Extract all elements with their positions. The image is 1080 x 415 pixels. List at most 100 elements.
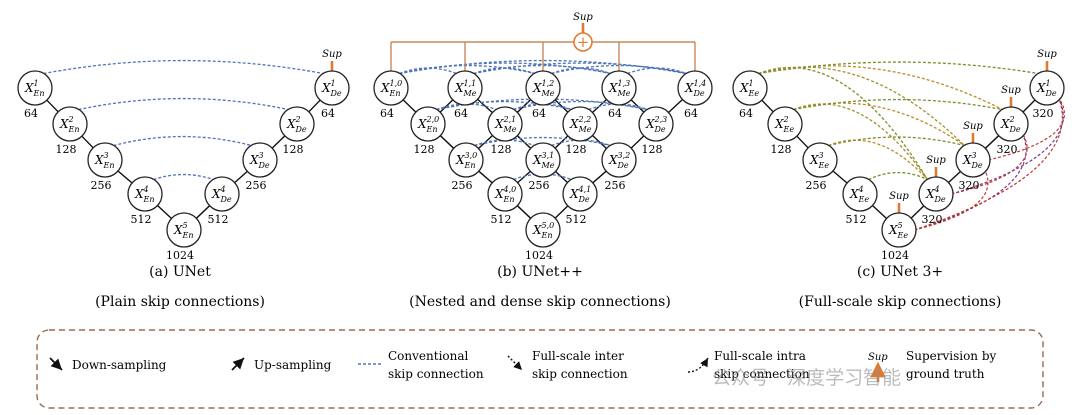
channel-count: 256 [452,179,473,192]
node-base: X [888,223,898,237]
node-superscript: 2 [783,115,789,124]
node-subscript: Me [541,89,555,98]
node-base: X [1000,117,1010,131]
channel-count: 64 [608,107,622,120]
sampling-edge [554,99,569,113]
full-scale-inter-skip [758,65,1003,111]
legend-item-conventional: Conventional skip connection [358,349,484,381]
sampling-edge [271,135,286,149]
channel-count: 256 [806,179,827,192]
conventional-skip-connection [113,135,252,147]
node-circle [993,106,1029,142]
conventional-skip-connection [78,97,289,111]
sampling-edge [592,135,607,149]
caption-unet3p: (c) UNet 3+ [857,264,943,280]
node-base: X [1036,81,1046,95]
full-scale-inter-skip [758,66,929,180]
node-superscript: 4,1 [578,185,592,194]
channel-count: 512 [131,213,152,226]
node-base: X [532,153,542,167]
dense-skip-connection [473,62,687,75]
caption-unetpp: (b) UNet++ [497,264,583,280]
node-subscript: En [426,125,438,134]
node-subscript: Ee [858,195,870,204]
full-scale-inter-skip [758,61,1039,75]
legend-item-intra: Full-scale intra skip connection [687,349,810,381]
node-superscript: 3 [819,151,824,160]
node-base: X [494,117,504,131]
supervision-label: Sup [1037,49,1057,60]
node-subscript: Ee [897,231,909,240]
node-superscript: 1,3 [618,79,631,88]
node-subscript: En [103,161,115,170]
channel-count: 512 [846,213,867,226]
node-superscript: 1 [749,79,754,88]
node-circle [525,70,561,106]
sampling-edge [796,135,809,149]
node-superscript: 1,0 [390,79,403,88]
node-circle [487,176,523,212]
channel-count: 128 [56,143,77,156]
channel-count: 64 [684,107,698,120]
node-subscript: De [1045,89,1057,98]
node-subscript: Ee [748,89,760,98]
node-superscript: 4,0 [503,185,517,194]
node-circle [242,142,278,178]
legend-item-down-sampling: Down-sampling [49,357,167,372]
full-scale-intra-skip [951,133,1028,195]
legend-item-up-sampling: Up-sampling [231,357,332,372]
node-base: X [286,117,296,131]
channel-count: 512 [208,213,229,226]
dense-skip-connection [513,173,572,181]
channel-count: 256 [246,179,267,192]
dense-skip-connection [551,64,687,75]
node-circle [802,142,838,178]
node-superscript: 3 [972,151,977,160]
sampling-edge [478,170,493,184]
node-superscript: 2 [1009,115,1015,124]
node-superscript: 5 [898,221,903,230]
channel-count: 128 [771,143,792,156]
sampling-edge [592,170,607,184]
legend-conv-label-1: Conventional [388,349,469,363]
node-subscript: Me [578,125,592,134]
node-circle [955,142,991,178]
inter-skip-line-icon [507,355,523,371]
node-subscript: En [541,231,553,240]
node-subscript: Me [617,89,631,98]
channel-count: 1024 [166,249,194,262]
node-circle [447,70,483,106]
channel-count: 128 [283,143,304,156]
supervision-label: Sup [573,12,593,23]
up-sampling-arrow-icon [231,357,245,371]
node-subscript: De [258,161,270,170]
node-base: X [684,81,694,95]
conventional-skip-connection [43,59,324,75]
node-subscript: En [182,231,194,240]
unet3p-connections [758,61,1065,231]
legend: Down-sampling Up-sampling Conventional s… [36,329,1044,409]
node-superscript: 2,1 [503,115,517,124]
node-circle [373,70,409,106]
full-scale-inter-skip [793,98,1003,111]
